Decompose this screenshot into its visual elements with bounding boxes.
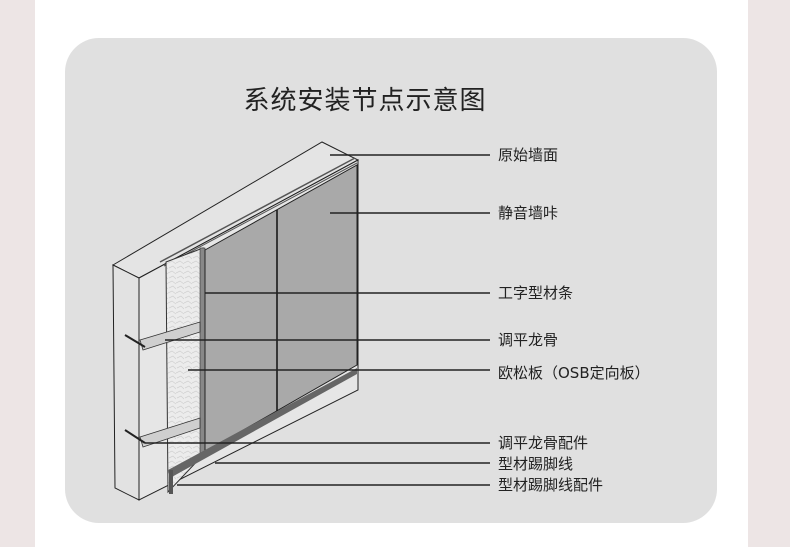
wall-side-face bbox=[112, 264, 140, 501]
label-acoustic-panel: 静音墙咔 bbox=[498, 204, 559, 222]
diagram-title: 系统安装节点示意图 bbox=[243, 86, 487, 116]
label-keel-fitting: 调平龙骨配件 bbox=[498, 434, 589, 452]
i-profile-strip bbox=[199, 247, 206, 454]
label-leveling-keel: 调平龙骨 bbox=[498, 331, 559, 349]
label-original-wall: 原始墙面 bbox=[498, 146, 559, 164]
label-skirting-fitting: 型材踢脚线配件 bbox=[498, 476, 604, 494]
label-i-profile: 工字型材条 bbox=[498, 284, 574, 302]
leveling-keel-1 bbox=[139, 321, 201, 351]
skirting-profile bbox=[168, 368, 357, 478]
acoustic-panel bbox=[204, 164, 358, 453]
leveling-keel-2 bbox=[139, 417, 201, 448]
label-skirting: 型材踢脚线 bbox=[498, 455, 574, 473]
label-osb-board: 欧松板（OSB定向板） bbox=[498, 364, 650, 382]
